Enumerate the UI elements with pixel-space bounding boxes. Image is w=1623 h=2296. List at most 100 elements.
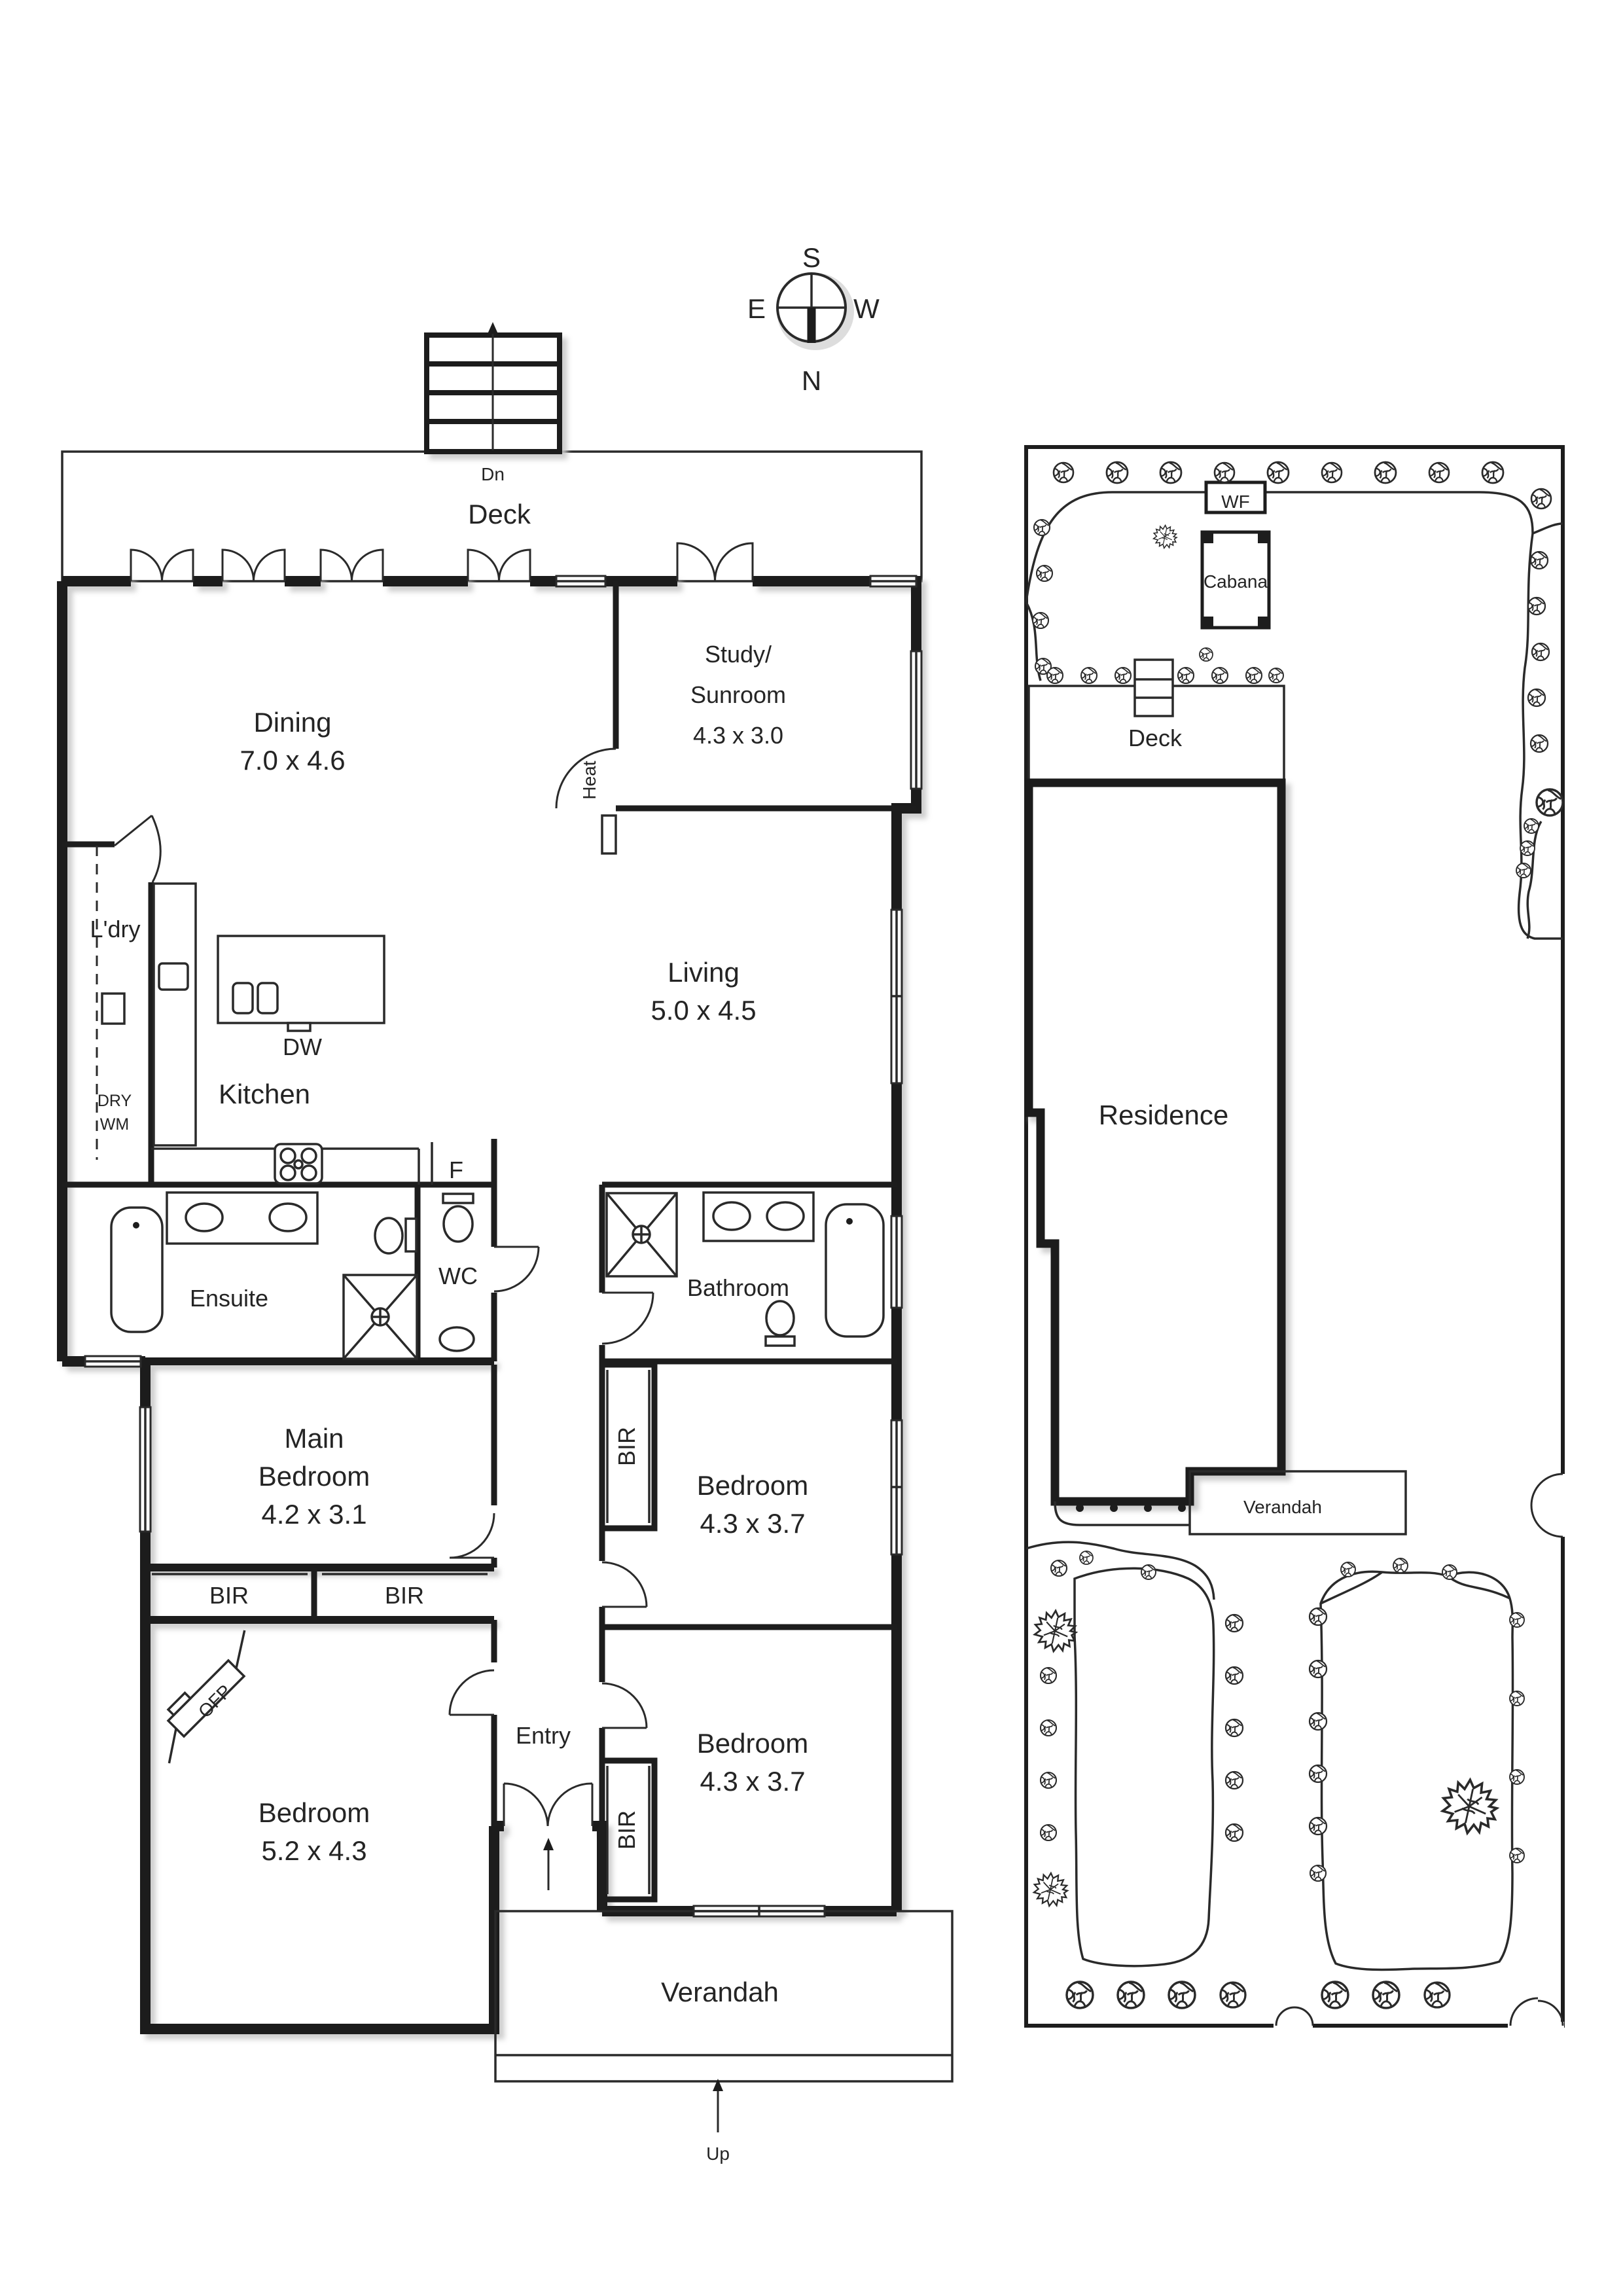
tree-icon [1441,1778,1498,1835]
shrub-icon [1039,1719,1058,1737]
dishwasher-icon [287,1022,312,1032]
ensuite-label: Ensuite [190,1285,268,1312]
residence-label: Residence [1099,1100,1228,1130]
verandah-area: Verandah Up [494,1910,954,2164]
cabana: Cabana [1200,530,1271,630]
shrub-icon [1199,647,1213,662]
shrub-icon [1141,1564,1156,1580]
compass-w: W [853,293,880,324]
shrub-icon [1050,1559,1068,1577]
main-bedroom-label-1: Main [284,1423,344,1454]
living-dims: 5.0 x 4.5 [651,995,756,1026]
shrub-icon [1393,1558,1408,1573]
room-labels: Dining 7.0 x 4.6 Study/ Sunroom 4.3 x 3.… [90,641,809,1866]
shower-icon [605,1192,678,1278]
dining-dims: 7.0 x 4.6 [240,745,345,776]
bedroom-rear-label: Bedroom [697,1728,808,1759]
tree-icon [1033,1609,1077,1653]
shower-icon [342,1274,418,1360]
study-label-1: Study/ [705,641,772,668]
shrub-icon [1516,863,1531,878]
bath-icon [825,1203,885,1338]
shrub-icon [1321,1981,1349,2009]
doors [114,542,754,1890]
shrub-icon [1080,666,1098,685]
shrub-icon [1116,1981,1145,2009]
shrub-icon [1308,1712,1328,1731]
shrub-icon [1159,461,1183,484]
toilet-icon [765,1300,795,1336]
bedroom-large-dims: 5.2 x 4.3 [261,1835,366,1866]
shrub-icon [1224,1718,1244,1738]
compass-icon: S N E W [747,242,880,396]
shrub-icon [1266,461,1290,484]
living-label: Living [668,957,740,988]
bedroom-mid-dims: 4.3 x 3.7 [700,1508,805,1539]
shrub-icon [1520,840,1535,856]
heat-label: Heat [579,761,599,799]
toilet-icon [442,1205,474,1243]
kitchen-label: Kitchen [219,1079,310,1109]
bir1-label: BIR [209,1582,249,1609]
shrub-icon [1308,1659,1328,1679]
shrub-icon [1224,1666,1244,1685]
bathroom-label: Bathroom [687,1274,789,1301]
study-dims: 4.3 x 3.0 [693,722,783,749]
laundry-label: L'dry [90,916,141,942]
bedroom-large-label: Bedroom [259,1797,370,1828]
fireplace-icon [166,1630,246,1764]
laundry-fixtures [96,846,197,1160]
bir2-label: BIR [385,1582,424,1609]
cabana-label: Cabana [1204,571,1268,592]
shrub-icon [1527,596,1546,616]
deck-stairs-label: Dn [481,464,505,484]
shrub-icon [1321,461,1343,484]
shrub-icon [1114,666,1132,685]
shrub-icon [1033,518,1051,537]
shrub-icon [1213,461,1236,484]
fridge-label: F [449,1157,463,1183]
shrub-icon [1224,1770,1244,1790]
bedroom-rear-dims: 4.3 x 3.7 [700,1766,805,1797]
laundry-tub [101,992,126,1025]
shrub-icon [1177,666,1195,685]
shrub-icon [1065,1981,1094,2009]
deck-label: Deck [468,499,531,529]
compass-e: E [747,293,766,324]
site-deck-label: Deck [1128,725,1183,751]
site-deck: Deck [1027,658,1285,783]
shrub-icon [1245,666,1263,685]
deck-area: Dn Deck [61,322,923,583]
site-plan: WF Cabana Deck Residence Verandah [1024,445,1567,2031]
bir3-label: BIR [613,1427,640,1466]
shrub-icon [1224,1613,1244,1633]
shrub-icon [1039,1666,1058,1685]
shrub-icon [1372,1981,1400,2009]
shrub-icon [1268,668,1284,683]
compass-n: N [802,365,821,396]
main-bedroom-label-2: Bedroom [259,1461,370,1492]
site-verandah-label: Verandah [1243,1497,1322,1517]
shrub-icon [1442,1564,1457,1580]
shrub-icon [1211,666,1229,685]
dining-label: Dining [253,707,331,738]
shrub-icon [1529,734,1549,753]
shrub-icon [1046,666,1064,685]
shrub-icon [1039,1771,1058,1789]
verandah-up-label: Up [706,2144,730,2164]
shrub-icon [1224,1823,1244,1842]
washer-label: WM [100,1115,129,1134]
shrub-icon [1219,1981,1247,2009]
shrub-icon [1168,1981,1196,2009]
site-verandah: Verandah [1054,1470,1407,1535]
residence: Residence [1024,778,1286,1506]
shrub-icon [1039,1823,1058,1842]
wc-label: WC [438,1263,478,1289]
shrub-icon [1481,461,1505,484]
shrub-icon [1309,1864,1327,1882]
water-feature: WF [1204,480,1267,514]
bedroom-mid-label: Bedroom [697,1470,808,1501]
shrub-icon [1374,461,1397,484]
bir4-label: BIR [613,1810,640,1850]
